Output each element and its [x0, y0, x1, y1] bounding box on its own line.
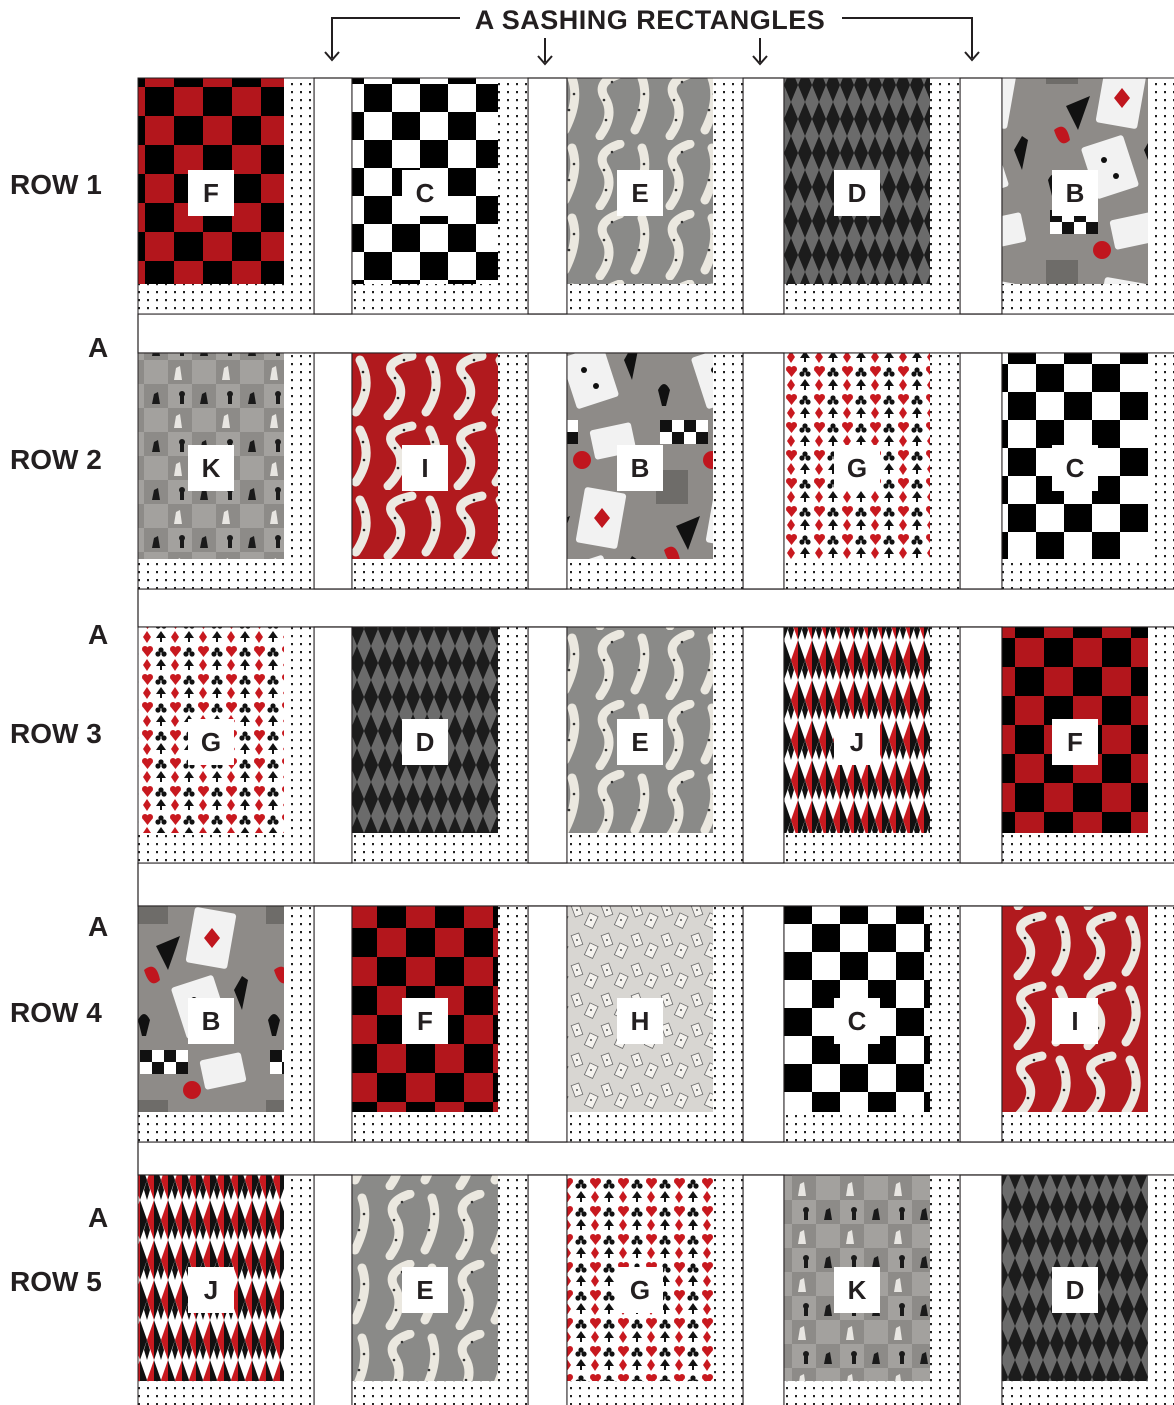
block-letter-label: C — [402, 170, 448, 216]
block-letter-label: G — [834, 445, 880, 491]
sashing-rectangle-a — [743, 627, 784, 863]
block-letter-label: E — [617, 719, 663, 765]
sashing-rectangle-a — [960, 353, 1002, 589]
sashing-rectangle-a — [314, 906, 352, 1142]
sashing-strip-a — [138, 1142, 1174, 1175]
block-letter-label: B — [1052, 170, 1098, 216]
block-letter-label: F — [402, 998, 448, 1044]
sashing-rectangle-a — [528, 627, 567, 863]
row-label: ROW 2 — [10, 445, 120, 475]
sashing-rectangle-a — [528, 353, 567, 589]
block-letter-label: I — [1052, 998, 1098, 1044]
sashing-rectangle-a — [528, 906, 567, 1142]
block-letter-label: D — [402, 719, 448, 765]
block-letter-label: C — [834, 998, 880, 1044]
block-letter-label: K — [188, 445, 234, 491]
row-label: ROW 1 — [10, 170, 120, 200]
block-letter-label: D — [834, 170, 880, 216]
block-letter-label: B — [617, 445, 663, 491]
sashing-rectangle-a — [314, 78, 352, 314]
sashing-rectangle-a — [960, 627, 1002, 863]
block-letter-label: J — [834, 719, 880, 765]
sashing-rectangles-title: A SASHING RECTANGLES — [440, 4, 860, 36]
sashing-rectangle-a — [960, 906, 1002, 1142]
sashing-rectangle-a — [528, 1175, 567, 1405]
sashing-strip-a — [138, 863, 1174, 906]
sashing-label-a: A — [88, 1203, 118, 1233]
row-label: ROW 3 — [10, 719, 120, 749]
block-letter-label: I — [402, 445, 448, 491]
sashing-label-a: A — [88, 912, 118, 942]
sashing-strip-a — [138, 314, 1174, 353]
row-label: ROW 5 — [10, 1267, 120, 1297]
sashing-rectangle-a — [960, 78, 1002, 314]
sashing-rectangle-a — [743, 78, 784, 314]
block-letter-label: D — [1052, 1267, 1098, 1313]
sashing-rectangle-a — [743, 1175, 784, 1405]
sashing-rectangle-a — [314, 353, 352, 589]
sashing-label-a: A — [88, 620, 118, 650]
block-letter-label: E — [617, 170, 663, 216]
sashing-rectangle-a — [743, 906, 784, 1142]
block-letter-label: J — [188, 1267, 234, 1313]
block-letter-label: G — [188, 719, 234, 765]
block-letter-label: C — [1052, 445, 1098, 491]
sashing-label-a: A — [88, 333, 118, 363]
sashing-rectangle-a — [314, 1175, 352, 1405]
block-letter-label: K — [834, 1267, 880, 1313]
sashing-rectangle-a — [960, 1175, 1002, 1405]
sashing-rectangle-a — [528, 78, 567, 314]
block-letter-label: H — [617, 998, 663, 1044]
sashing-rectangle-a — [743, 353, 784, 589]
block-letter-label: E — [402, 1267, 448, 1313]
sashing-rectangle-a — [314, 627, 352, 863]
sashing-strip-a — [138, 589, 1174, 627]
block-letter-label: F — [188, 170, 234, 216]
block-letter-label: F — [1052, 719, 1098, 765]
block-letter-label: G — [617, 1267, 663, 1313]
block-letter-label: B — [188, 998, 234, 1044]
row-label: ROW 4 — [10, 998, 120, 1028]
